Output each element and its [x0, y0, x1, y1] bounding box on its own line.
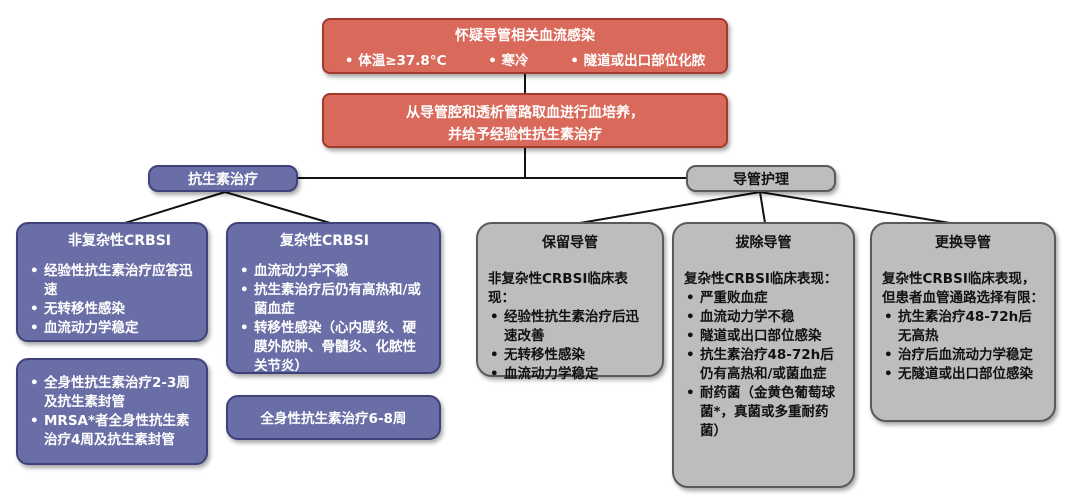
criteria-row: • 体温≥37.8°C • 寒冷 • 隧道或出口部位化脓: [324, 49, 726, 69]
list-item: 抗生素治疗48-72h后无高热: [882, 308, 1044, 346]
replace-catheter-list: 抗生素治疗48-72h后无高热 治疗后血流动力学稳定 无隧道或出口部位感染: [882, 308, 1044, 384]
uncomplicated-plan-list: 全身性抗生素治疗2-3周及抗生素封管 MRSA*者全身性抗生素治疗4周及抗生素封…: [28, 374, 196, 450]
uncomplicated-crbsi-title: 非复杂性CRBSI: [68, 233, 172, 249]
list-item: 血流动力学稳定: [28, 319, 196, 338]
list-item: 治疗后血流动力学稳定: [882, 346, 1044, 365]
catheter-care-label: 导管护理: [686, 165, 836, 192]
complicated-plan-box: 全身性抗生素治疗6-8周: [226, 395, 441, 440]
list-item: 抗生素治疗后仍有高热和/或菌血症: [238, 281, 429, 319]
complicated-crbsi-list: 血流动力学不稳 抗生素治疗后仍有高热和/或菌血症 转移性感染（心内膜炎、硬膜外脓…: [238, 262, 429, 376]
remove-catheter-title: 拔除导管: [735, 235, 792, 251]
list-item: 经验性抗生素治疗后迅速改善: [488, 308, 652, 346]
replace-catheter-subtitle: 复杂性CRBSI临床表现，但患者血管通路选择有限：: [882, 271, 1044, 306]
uncomplicated-crbsi-box: 非复杂性CRBSI 经验性抗生素治疗应答迅速 无转移性感染 血流动力学稳定: [16, 222, 208, 342]
replace-catheter-box: 更换导管 复杂性CRBSI临床表现，但患者血管通路选择有限： 抗生素治疗48-7…: [870, 222, 1056, 422]
retain-catheter-title: 保留导管: [542, 235, 598, 251]
complicated-crbsi-box: 复杂性CRBSI 血流动力学不稳 抗生素治疗后仍有高热和/或菌血症 转移性感染（…: [226, 222, 441, 374]
complicated-crbsi-title: 复杂性CRBSI: [280, 233, 370, 249]
remove-catheter-box: 拔除导管 复杂性CRBSI临床表现： 严重败血症 血流动力学不稳 隧道或出口部位…: [672, 222, 855, 488]
retain-catheter-list: 经验性抗生素治疗后迅速改善 无转移性感染 血流动力学稳定: [488, 308, 652, 384]
remove-catheter-subtitle: 复杂性CRBSI临床表现：: [684, 271, 838, 287]
uncomplicated-plan-box: 全身性抗生素治疗2-3周及抗生素封管 MRSA*者全身性抗生素治疗4周及抗生素封…: [16, 358, 208, 465]
list-item: 隧道或出口部位感染: [684, 327, 843, 346]
criterion-pus: • 隧道或出口部位化脓: [570, 53, 706, 69]
list-item: 无隧道或出口部位感染: [882, 365, 1044, 384]
list-item: 严重败血症: [684, 289, 843, 308]
blood-culture-line2: 并给予经验性抗生素治疗: [448, 127, 602, 143]
uncomplicated-crbsi-list: 经验性抗生素治疗应答迅速 无转移性感染 血流动力学稳定: [28, 262, 196, 338]
retain-catheter-box: 保留导管 非复杂性CRBSI临床表现： 经验性抗生素治疗后迅速改善 无转移性感染…: [476, 222, 664, 384]
list-item: 转移性感染（心内膜炎、硬膜外脓肿、骨髓炎、化脓性关节炎）: [238, 319, 429, 376]
list-item: 耐药菌（金黄色葡萄球菌*，真菌或多重耐药菌）: [684, 384, 843, 441]
blood-culture-box: 从导管腔和透析管路取血进行血培养， 并给予经验性抗生素治疗: [322, 93, 728, 148]
list-item: 无转移性感染: [28, 300, 196, 319]
remove-catheter-list: 严重败血症 血流动力学不稳 隧道或出口部位感染 抗生素治疗48-72h后仍有高热…: [684, 289, 843, 441]
blood-culture-line1: 从导管腔和透析管路取血进行血培养，: [406, 105, 644, 121]
list-item: MRSA*者全身性抗生素治疗4周及抗生素封管: [28, 412, 196, 450]
list-item: 无转移性感染: [488, 346, 652, 365]
criterion-chills: • 寒冷: [488, 53, 529, 69]
list-item: 血流动力学不稳: [684, 308, 843, 327]
antibiotic-therapy-label: 抗生素治疗: [148, 165, 298, 192]
retain-catheter-subtitle: 非复杂性CRBSI临床表现：: [488, 271, 628, 306]
list-item: 血流动力学不稳: [238, 262, 429, 281]
suspect-crbsi-title: 怀疑导管相关血流感染: [455, 28, 595, 44]
criterion-fever: • 体温≥37.8°C: [344, 53, 447, 69]
list-item: 全身性抗生素治疗2-3周及抗生素封管: [28, 374, 196, 412]
suspect-crbsi-box: 怀疑导管相关血流感染 • 体温≥37.8°C • 寒冷 • 隧道或出口部位化脓: [322, 18, 728, 74]
list-item: 经验性抗生素治疗应答迅速: [28, 262, 196, 300]
list-item: 血流动力学稳定: [488, 365, 652, 384]
replace-catheter-title: 更换导管: [935, 235, 991, 251]
list-item: 抗生素治疗48-72h后仍有高热和/或菌血症: [684, 346, 843, 384]
